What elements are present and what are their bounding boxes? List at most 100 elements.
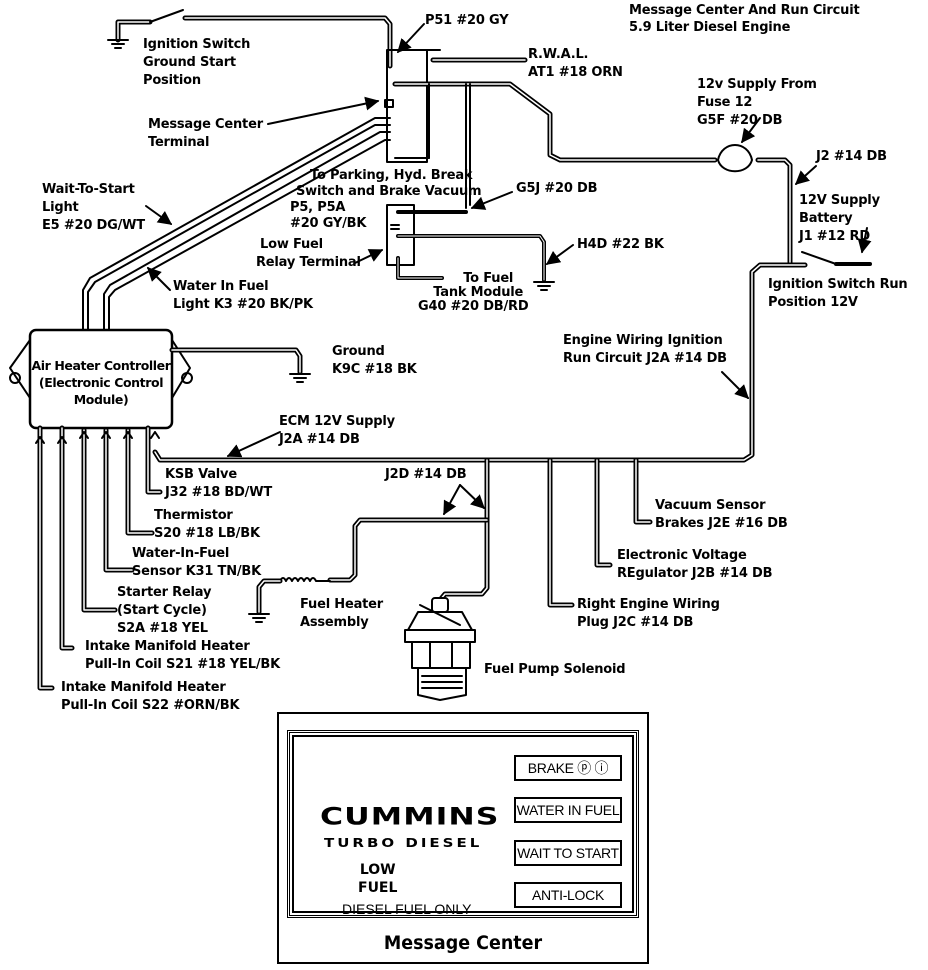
ecm-label: Air Heater Controller (Electronic Contro… — [30, 357, 172, 408]
label-line: Water-In-Fuel — [132, 546, 230, 561]
label-line: AT1 #18 ORN — [528, 65, 623, 80]
label-line: P5, P5A — [290, 200, 346, 215]
label-g5j: G5J #20 DB — [516, 181, 598, 196]
label-water-light: Water In Fuel Light K3 #20 BK/PK — [173, 278, 313, 314]
label-parking: To Parking, Hyd. Break Switch and Brake … — [296, 168, 482, 200]
label-line: Position — [143, 73, 201, 88]
label-line: #20 GY/BK — [290, 216, 367, 231]
low-fuel-line: FUEL — [358, 880, 398, 896]
label-intake-s21: Intake Manifold Heater Pull-In Coil S21 … — [85, 638, 280, 674]
label-intake-s22: Intake Manifold Heater Pull-In Coil S22 … — [61, 679, 240, 715]
label-line: ECM 12V Supply — [279, 414, 395, 429]
callout-arrows — [145, 23, 872, 516]
fuse-12 — [717, 144, 793, 268]
label-line: Message Center — [148, 117, 263, 132]
label-thermistor: Thermistor S20 #18 LB/BK — [154, 507, 260, 543]
label-vacuum: Vacuum Sensor Brakes J2E #16 DB — [655, 497, 788, 533]
message-center-terminal — [384, 49, 718, 209]
label-line: R.W.A.L. — [528, 47, 589, 62]
label-line: Vacuum Sensor — [655, 498, 766, 513]
wire-bundle — [82, 117, 391, 333]
label-line: Pull-In Coil S22 #ORN/BK — [61, 698, 240, 713]
indicator-anti-lock: ANTI-LOCK — [514, 882, 622, 908]
fuel-pump-solenoid — [404, 597, 476, 701]
label-fuel-heater: Fuel Heater Assembly — [300, 596, 383, 632]
label-line: S2A #18 YEL — [117, 621, 208, 636]
fuel-heater — [248, 577, 331, 623]
diesel-fuel-only-text: DIESEL FUEL ONLY — [342, 901, 472, 917]
label-line: Ignition Switch Run — [768, 277, 908, 292]
label-ignition-ground: Ignition Switch Ground Start Position — [143, 36, 250, 90]
label-line: To Parking, Hyd. Break — [310, 168, 473, 183]
low-fuel-indicator: LOW FUEL — [358, 861, 397, 897]
label-line: Plug J2C #14 DB — [577, 615, 694, 630]
diagram-title: Message Center And Run Circuit 5.9 Liter… — [629, 2, 860, 36]
label-line: Ground Start — [143, 55, 236, 70]
ecm-line: Module) — [73, 392, 129, 407]
label-line: S20 #18 LB/BK — [154, 526, 260, 541]
label-ksb: KSB Valve J32 #18 BD/WT — [165, 466, 272, 502]
ecm-line: (Electronic Control — [38, 375, 164, 390]
label-line: Brakes J2E #16 DB — [655, 516, 788, 531]
label-line: G40 #20 DB/RD — [418, 299, 529, 314]
label-line: Ignition Switch — [143, 37, 251, 52]
label-j2d: J2D #14 DB — [385, 467, 467, 482]
label-line: Ground — [332, 344, 385, 359]
label-fuel-pump: Fuel Pump Solenoid — [484, 662, 626, 677]
label-line: Light K3 #20 BK/PK — [173, 297, 313, 312]
label-line: Switch and Brake Vacuum — [296, 184, 482, 199]
label-line: J2A #14 DB — [279, 432, 360, 447]
ground-icon — [248, 613, 270, 623]
ground-icon — [289, 373, 311, 383]
label-line: Water In Fuel — [173, 279, 269, 294]
label-line: KSB Valve — [165, 467, 237, 482]
label-ecm-supply: ECM 12V Supply J2A #14 DB — [279, 413, 395, 449]
label-line: Relay Terminal — [256, 255, 361, 270]
label-line: Assembly — [300, 615, 369, 630]
label-wif-sensor: Water-In-Fuel Sensor K31 TN/BK — [132, 545, 261, 581]
message-center-panel: CUMMINS TURBO DIESEL LOW FUEL DIESEL FUE… — [287, 730, 639, 918]
label-line: Low Fuel — [260, 237, 323, 252]
label-line: Starter Relay — [117, 585, 212, 600]
label-line: Position 12V — [768, 295, 858, 310]
label-line: (Start Cycle) — [117, 603, 207, 618]
turbo-diesel-text: TURBO DIESEL — [324, 835, 483, 851]
label-line: Wait-To-Start — [42, 182, 135, 197]
indicator-brake: BRAKE ⓟ ⓘ — [514, 755, 622, 781]
label-line: G5F #20 DB — [697, 113, 783, 128]
label-h4d: H4D #22 BK — [577, 237, 664, 252]
label-line: Electronic Voltage — [617, 548, 747, 563]
message-center: CUMMINS TURBO DIESEL LOW FUEL DIESEL FUE… — [277, 712, 649, 964]
label-line: Engine Wiring Ignition — [563, 333, 723, 348]
label-ignition-run: Ignition Switch Run Position 12V — [768, 276, 908, 312]
label-starter: Starter Relay (Start Cycle) S2A #18 YEL — [117, 584, 211, 638]
label-line: Pull-In Coil S21 #18 YEL/BK — [85, 657, 281, 672]
label-line: Tank Module — [433, 285, 524, 300]
label-low-fuel-relay: Low Fuel Relay Terminal — [256, 236, 361, 272]
label-line: Thermistor — [154, 508, 233, 523]
low-fuel-line: LOW — [359, 862, 396, 878]
label-line: E5 #20 DG/WT — [42, 218, 145, 233]
label-rwal: R.W.A.L. AT1 #18 ORN — [528, 46, 623, 82]
title-subtitle: 5.9 Liter Diesel Engine — [629, 20, 791, 35]
label-line: Fuse 12 — [697, 95, 753, 110]
indicator-wait-to-start: WAIT TO START — [514, 840, 622, 866]
low-fuel-relay — [386, 204, 555, 291]
label-line: Terminal — [148, 135, 210, 150]
label-line: Battery — [799, 211, 853, 226]
label-line: Right Engine Wiring — [577, 597, 720, 612]
label-line: To Fuel — [463, 271, 514, 286]
label-wait-light: Wait-To-Start Light E5 #20 DG/WT — [42, 181, 145, 235]
label-engine-wiring: Engine Wiring Ignition Run Circuit J2A #… — [563, 332, 727, 368]
ecm-line: Air Heater Controller — [31, 358, 171, 373]
label-p5: P5, P5A #20 GY/BK — [290, 200, 366, 232]
label-line: Fuel Heater — [300, 597, 383, 612]
label-line: Light — [42, 200, 79, 215]
j2-branches — [327, 457, 653, 608]
ecm-pins — [35, 425, 163, 691]
label-line: J1 #12 RD — [799, 229, 870, 244]
label-evr: Electronic Voltage REgulator J2B #14 DB — [617, 547, 772, 583]
label-line: Run Circuit J2A #14 DB — [563, 351, 727, 366]
label-line: Intake Manifold Heater — [61, 680, 226, 695]
